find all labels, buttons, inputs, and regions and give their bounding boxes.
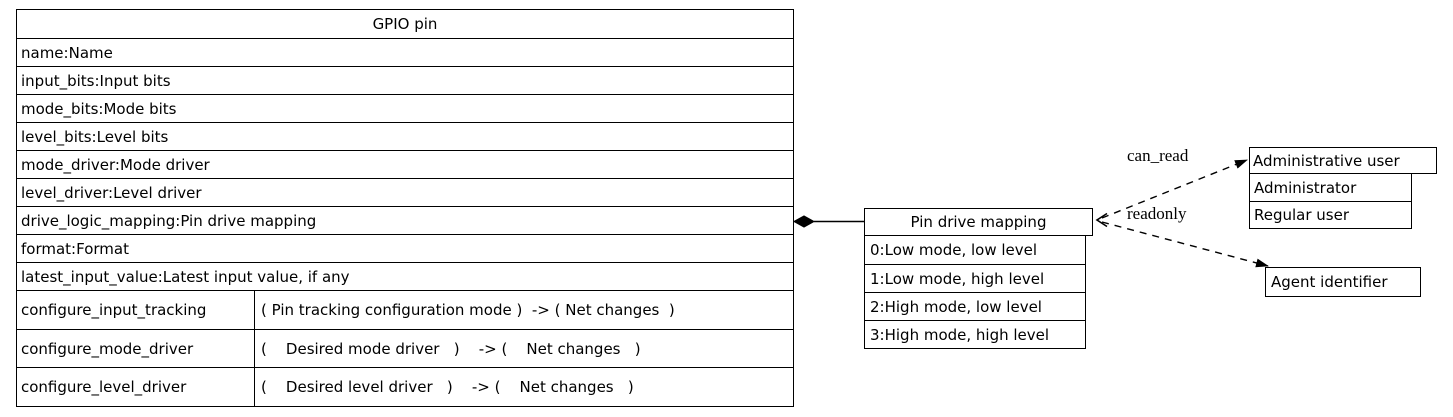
gpio-method-row: configure_level_driver ( Desired level d… [17,367,793,406]
gpio-attr-format: format:Format [17,234,793,262]
pin-drive-mapping-value-0: 0:Low mode, low level [870,241,1038,259]
agent-identifier-node: Agent identifier [1265,267,1421,297]
edge-label-readonly: readonly [1127,204,1187,223]
gpio-method-row: configure_mode_driver ( Desired mode dri… [17,329,793,367]
administrative-user-value-regular-user: Regular user [1250,201,1411,228]
gpio-attr-level-driver: level_driver:Level driver [17,178,793,206]
administrative-user-title: Administrative user [1249,147,1437,174]
pin-drive-mapping-value-1: 1:Low mode, high level [865,264,1085,292]
administrative-user-values: Administrator Regular user [1249,173,1412,229]
pin-drive-mapping-value-2: 2:High mode, low level [865,292,1085,320]
gpio-attr-latest-input-value: latest_input_value:Latest input value, i… [17,262,793,290]
gpio-method-configure-level-driver: configure_level_driver [17,368,255,406]
composition-edge-drive-logic-mapping [792,215,864,228]
edge-label-can-read: can_read [1127,146,1189,165]
pin-drive-mapping-title: Pin drive mapping [864,208,1093,236]
gpio-method-configure-input-tracking: configure_input_tracking [17,291,255,329]
gpio-attr-level-bits: level_bits:Level bits [17,122,793,150]
gpio-method-configure-mode-driver: configure_mode_driver [17,330,255,367]
gpio-method-signature: ( Desired mode driver ) -> ( Net changes… [261,339,641,358]
gpio-method-signature: ( Desired level driver ) -> ( Net change… [261,378,634,396]
gpio-attr-name: name:Name [17,38,793,66]
gpio-attr-input-bits: input_bits:Input bits [17,66,793,94]
composition-diamond [792,215,816,228]
pin-drive-mapping-value-3: 3:High mode, high level [865,320,1085,348]
gpio-method-row: configure_input_tracking ( Pin tracking … [17,290,793,329]
gpio-pin-title: GPIO pin [372,15,438,33]
administrative-user-value-administrator: Administrator [1254,178,1357,197]
gpio-attr-mode-bits: mode_bits:Mode bits [17,94,793,122]
edge-readonly [1101,221,1269,268]
gpio-pin-node: GPIO pin name:Name input_bits:Input bits… [16,9,794,407]
gpio-attr-drive-logic-mapping: drive_logic_mapping:Pin drive mapping [17,206,793,234]
gpio-method-signature: ( Pin tracking configuration mode ) -> (… [261,301,675,319]
pin-drive-mapping-values: 0:Low mode, low level 1:Low mode, high l… [864,235,1086,349]
open-arrowhead [1095,212,1108,228]
gpio-attr-mode-driver: mode_driver:Mode driver [17,150,793,178]
